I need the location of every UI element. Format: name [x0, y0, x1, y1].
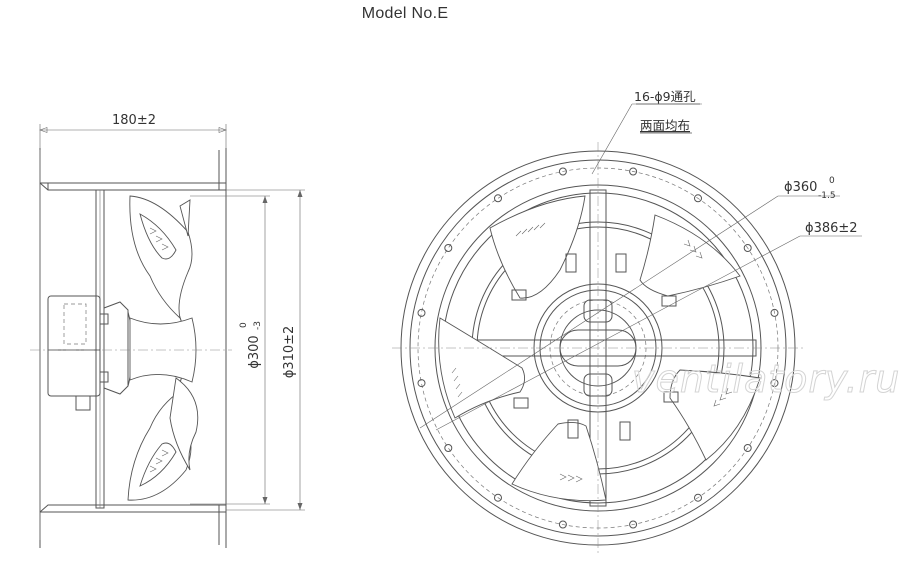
mounting-hole [770, 379, 779, 388]
mounting-hole [444, 244, 453, 252]
dia-360-tol-lower: -1.5 [818, 191, 836, 201]
holes-distribution-label: 两面均布 [640, 118, 690, 133]
mounting-hole [494, 194, 502, 203]
mounting-hole [743, 444, 752, 452]
model-title: Model No.E [361, 5, 449, 22]
dia-310-label: ϕ310±2 [282, 326, 297, 379]
side-view [30, 148, 232, 548]
mounting-hole [417, 379, 426, 388]
front-view [392, 142, 804, 554]
mounting-hole [417, 308, 426, 317]
holes-spec-label: 16-ϕ9通孔 [634, 89, 696, 104]
dia-300-label: ϕ300 [247, 335, 262, 368]
mounting-hole [694, 194, 702, 203]
depth-dimension-label: 180±2 [112, 113, 156, 128]
mounting-hole [770, 308, 779, 317]
dia-300-tol-lower: -3 [253, 321, 263, 330]
dia-360-tol-upper: 0 [829, 176, 835, 186]
mounting-hole [558, 520, 567, 529]
mounting-holes [417, 167, 779, 529]
mounting-hole [629, 167, 638, 176]
mounting-hole [629, 520, 638, 529]
dia-386-label: ϕ386±2 [805, 221, 858, 236]
mounting-hole [743, 244, 752, 252]
dia-300-label-group: ϕ300 0 -3 [239, 321, 263, 369]
mounting-hole [494, 493, 502, 502]
dia-300-tol-upper: 0 [239, 322, 249, 328]
mounting-hole [694, 493, 702, 502]
mounting-hole [558, 167, 567, 176]
dia-360-label: ϕ360 [784, 180, 817, 195]
mounting-hole [444, 444, 453, 452]
side-view-dimensions [39, 124, 305, 511]
watermark: ventilatory.ru [632, 357, 900, 401]
